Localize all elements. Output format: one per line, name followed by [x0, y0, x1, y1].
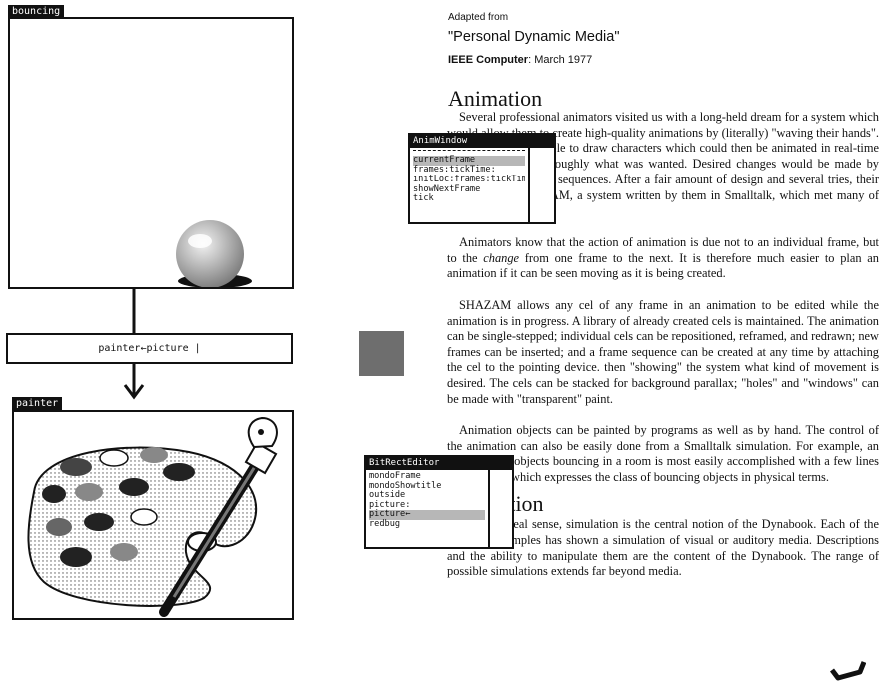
list-item[interactable]: showNextFrame — [413, 183, 481, 194]
connector-line — [132, 289, 136, 334]
painter-window[interactable] — [12, 410, 294, 620]
command-text: painter←picture | — [98, 343, 201, 354]
p2-a: Animators know that the action of animat… — [447, 235, 879, 265]
list-item[interactable]: picture: — [369, 499, 411, 510]
palette-brush-image — [27, 416, 278, 617]
paragraph-5: In a very real sense, simulation is the … — [447, 517, 879, 579]
bitrect-editor-title[interactable]: BitRectEditor — [366, 457, 512, 470]
anim-window-menu[interactable]: AnimWindow currentFrame frames:tickTime:… — [408, 133, 556, 224]
list-item[interactable]: frames:tickTime: — [413, 164, 496, 175]
bitrect-editor-menu[interactable]: BitRectEditor mondoFrame mondoShowtitle … — [364, 455, 514, 549]
journal-name: IEEE Computer — [448, 54, 529, 66]
list-item[interactable]: picture← — [369, 510, 485, 520]
list-item[interactable]: redbug — [369, 518, 401, 529]
bitrect-editor-scrollbar[interactable] — [490, 470, 512, 547]
bitrect-editor-list[interactable]: mondoFrame mondoShowtitle outside pictur… — [366, 470, 490, 547]
list-item[interactable]: outside — [369, 490, 406, 501]
p2-b: from one frame to the next. It is theref… — [447, 250, 879, 281]
p2-em: change — [483, 250, 520, 265]
bouncing-tab[interactable]: bouncing — [8, 5, 65, 19]
list-item[interactable]: initLoc:frames:tickTim — [413, 175, 525, 185]
command-box[interactable]: painter←picture | — [6, 333, 293, 364]
anim-window-title[interactable]: AnimWindow — [410, 135, 554, 148]
list-item[interactable]: mondoFrame — [369, 471, 421, 481]
bouncing-ball — [176, 220, 252, 287]
painter-tab[interactable]: painter — [12, 397, 63, 411]
list-item[interactable]: currentFrame — [413, 155, 525, 166]
source-title: "Personal Dynamic Media" — [448, 29, 620, 45]
source-journal: IEEE Computer: March 1977 — [448, 54, 592, 66]
paragraph-4: Animation objects can be painted by prog… — [447, 423, 879, 484]
list-item[interactable]: mondoShowtitle — [369, 480, 442, 491]
gray-swatch[interactable] — [359, 331, 404, 376]
page-turn-icon[interactable] — [830, 660, 866, 682]
down-arrow-icon — [123, 363, 145, 400]
bouncing-window[interactable] — [8, 17, 294, 289]
paragraph-3: SHAZAM allows any cel of any frame in an… — [447, 297, 879, 406]
heading-animation: Animation — [448, 86, 543, 111]
adapted-from: Adapted from — [448, 12, 509, 23]
anim-window-list[interactable]: currentFrame frames:tickTime: initLoc:fr… — [410, 148, 530, 222]
journal-date: : March 1977 — [528, 54, 593, 66]
list-item[interactable]: tick — [413, 193, 434, 204]
anim-window-scrollbar[interactable] — [532, 148, 554, 222]
paragraph-2: Animators know that the action of animat… — [447, 235, 879, 282]
